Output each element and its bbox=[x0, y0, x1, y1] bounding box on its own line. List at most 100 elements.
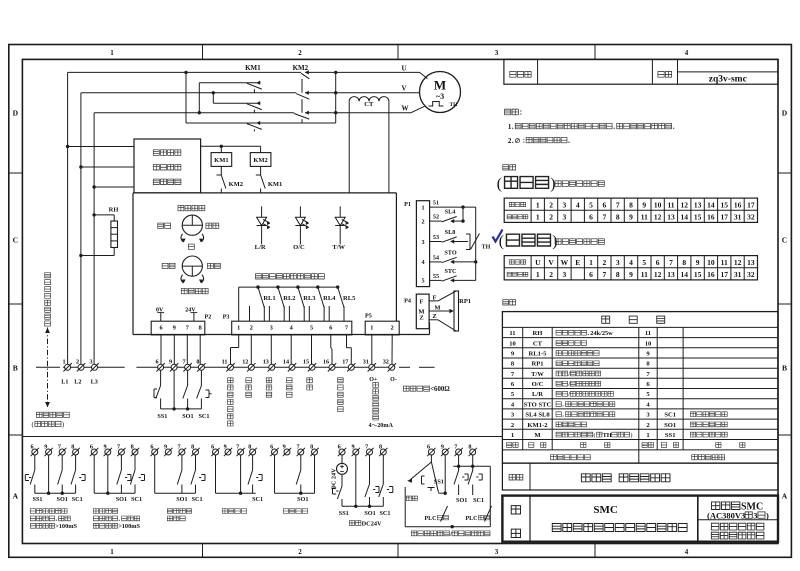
svg-text:KM2: KM2 bbox=[253, 157, 267, 164]
svg-text:14: 14 bbox=[283, 359, 289, 366]
svg-text:KM1-2: KM1-2 bbox=[527, 422, 548, 429]
svg-text:16: 16 bbox=[707, 213, 715, 222]
svg-text:1: 1 bbox=[63, 359, 66, 366]
svg-text:KM2: KM2 bbox=[229, 181, 243, 188]
svg-text:8: 8 bbox=[616, 213, 620, 222]
svg-text:STO: STO bbox=[444, 249, 456, 256]
svg-text:RL5: RL5 bbox=[343, 295, 356, 302]
svg-text:7: 7 bbox=[236, 444, 239, 451]
svg-text:O-: O- bbox=[390, 377, 397, 383]
svg-text:6: 6 bbox=[211, 444, 214, 451]
svg-text:11: 11 bbox=[509, 330, 515, 337]
svg-text:SO1: SO1 bbox=[456, 497, 467, 504]
svg-text:STC: STC bbox=[444, 268, 456, 275]
svg-text:6: 6 bbox=[159, 325, 162, 332]
svg-text:4: 4 bbox=[576, 200, 580, 209]
svg-text:SS1: SS1 bbox=[339, 510, 349, 517]
svg-text:2: 2 bbox=[250, 325, 253, 332]
svg-text:A: A bbox=[13, 492, 19, 501]
svg-text:16: 16 bbox=[323, 359, 329, 366]
svg-text:13: 13 bbox=[667, 213, 675, 222]
svg-text:zq3v-smc: zq3v-smc bbox=[709, 74, 747, 84]
svg-text:2: 2 bbox=[549, 200, 553, 209]
svg-text:/: / bbox=[567, 371, 570, 378]
svg-text:15: 15 bbox=[720, 200, 728, 209]
svg-text:52: 52 bbox=[433, 214, 439, 221]
svg-text:5: 5 bbox=[589, 200, 593, 209]
svg-text:W: W bbox=[402, 104, 409, 112]
svg-text:3: 3 bbox=[616, 258, 620, 267]
svg-text:1: 1 bbox=[589, 258, 593, 267]
svg-text:8: 8 bbox=[196, 359, 199, 366]
svg-text:9: 9 bbox=[173, 325, 176, 332]
svg-text:10: 10 bbox=[645, 340, 652, 347]
svg-text:KM1: KM1 bbox=[245, 64, 261, 72]
svg-text:5: 5 bbox=[642, 258, 646, 267]
svg-text:20mA: 20mA bbox=[377, 422, 393, 429]
svg-text:8: 8 bbox=[199, 325, 202, 332]
svg-text:7: 7 bbox=[117, 444, 120, 451]
svg-text:6: 6 bbox=[603, 200, 607, 209]
svg-text:9: 9 bbox=[629, 213, 633, 222]
svg-text:12: 12 bbox=[242, 359, 248, 366]
svg-text:SO1: SO1 bbox=[57, 496, 68, 503]
svg-text:M: M bbox=[534, 432, 541, 439]
svg-text:6: 6 bbox=[427, 444, 430, 451]
svg-text:8: 8 bbox=[191, 444, 194, 451]
svg-text:SO1: SO1 bbox=[297, 496, 308, 503]
svg-text:SC1: SC1 bbox=[198, 413, 209, 420]
svg-text:32: 32 bbox=[383, 359, 389, 366]
svg-text:SC1: SC1 bbox=[379, 510, 390, 517]
svg-text:4: 4 bbox=[421, 259, 424, 266]
svg-text:L2: L2 bbox=[74, 379, 81, 386]
svg-text:9: 9 bbox=[629, 270, 633, 279]
svg-text:2: 2 bbox=[298, 49, 302, 57]
svg-text:7: 7 bbox=[296, 444, 299, 451]
svg-text:9: 9 bbox=[44, 444, 47, 451]
svg-text:SC1: SC1 bbox=[192, 496, 203, 503]
svg-text:U: U bbox=[401, 65, 406, 73]
svg-text:13: 13 bbox=[747, 258, 755, 267]
svg-text:SO1: SO1 bbox=[116, 496, 127, 503]
svg-text:12: 12 bbox=[734, 258, 742, 267]
svg-text:<600Ω: <600Ω bbox=[430, 386, 450, 393]
svg-text:17: 17 bbox=[720, 270, 728, 279]
svg-text:8: 8 bbox=[629, 200, 633, 209]
svg-text:1: 1 bbox=[110, 548, 114, 556]
svg-text:~3: ~3 bbox=[436, 92, 444, 101]
svg-text:6: 6 bbox=[329, 325, 332, 332]
svg-text:9: 9 bbox=[642, 200, 646, 209]
svg-text:11: 11 bbox=[667, 200, 674, 209]
svg-text:C: C bbox=[13, 236, 18, 245]
svg-text:8: 8 bbox=[131, 444, 134, 451]
svg-text:D: D bbox=[13, 109, 19, 118]
svg-text:): ) bbox=[766, 510, 769, 520]
svg-text:13: 13 bbox=[263, 359, 269, 366]
svg-text:9: 9 bbox=[441, 444, 444, 451]
svg-text:55: 55 bbox=[433, 273, 439, 280]
svg-text:F: F bbox=[420, 298, 424, 305]
svg-text:PLC: PLC bbox=[425, 516, 437, 522]
svg-text:7: 7 bbox=[186, 325, 189, 332]
svg-text:TH: TH bbox=[603, 432, 612, 439]
svg-text:7: 7 bbox=[669, 258, 673, 267]
svg-text:3: 3 bbox=[563, 213, 567, 222]
svg-text:10: 10 bbox=[654, 200, 662, 209]
svg-text:6: 6 bbox=[656, 258, 660, 267]
svg-text:17: 17 bbox=[747, 200, 755, 209]
svg-text:11: 11 bbox=[645, 330, 651, 337]
svg-text:P4: P4 bbox=[404, 298, 411, 305]
svg-text:SC1: SC1 bbox=[252, 496, 263, 503]
svg-text:SS1: SS1 bbox=[33, 496, 43, 503]
svg-text:1: 1 bbox=[508, 123, 512, 131]
svg-text:7: 7 bbox=[345, 325, 348, 332]
svg-text:2: 2 bbox=[391, 325, 394, 332]
svg-text:SL4 SL8: SL4 SL8 bbox=[525, 412, 550, 419]
svg-text:32: 32 bbox=[747, 213, 755, 222]
svg-text:31: 31 bbox=[363, 359, 369, 366]
svg-text:2: 2 bbox=[508, 137, 512, 145]
svg-text:SC1: SC1 bbox=[473, 497, 484, 504]
svg-text:SL4: SL4 bbox=[445, 209, 456, 216]
svg-text:1: 1 bbox=[421, 204, 424, 211]
svg-text:13: 13 bbox=[694, 200, 702, 209]
